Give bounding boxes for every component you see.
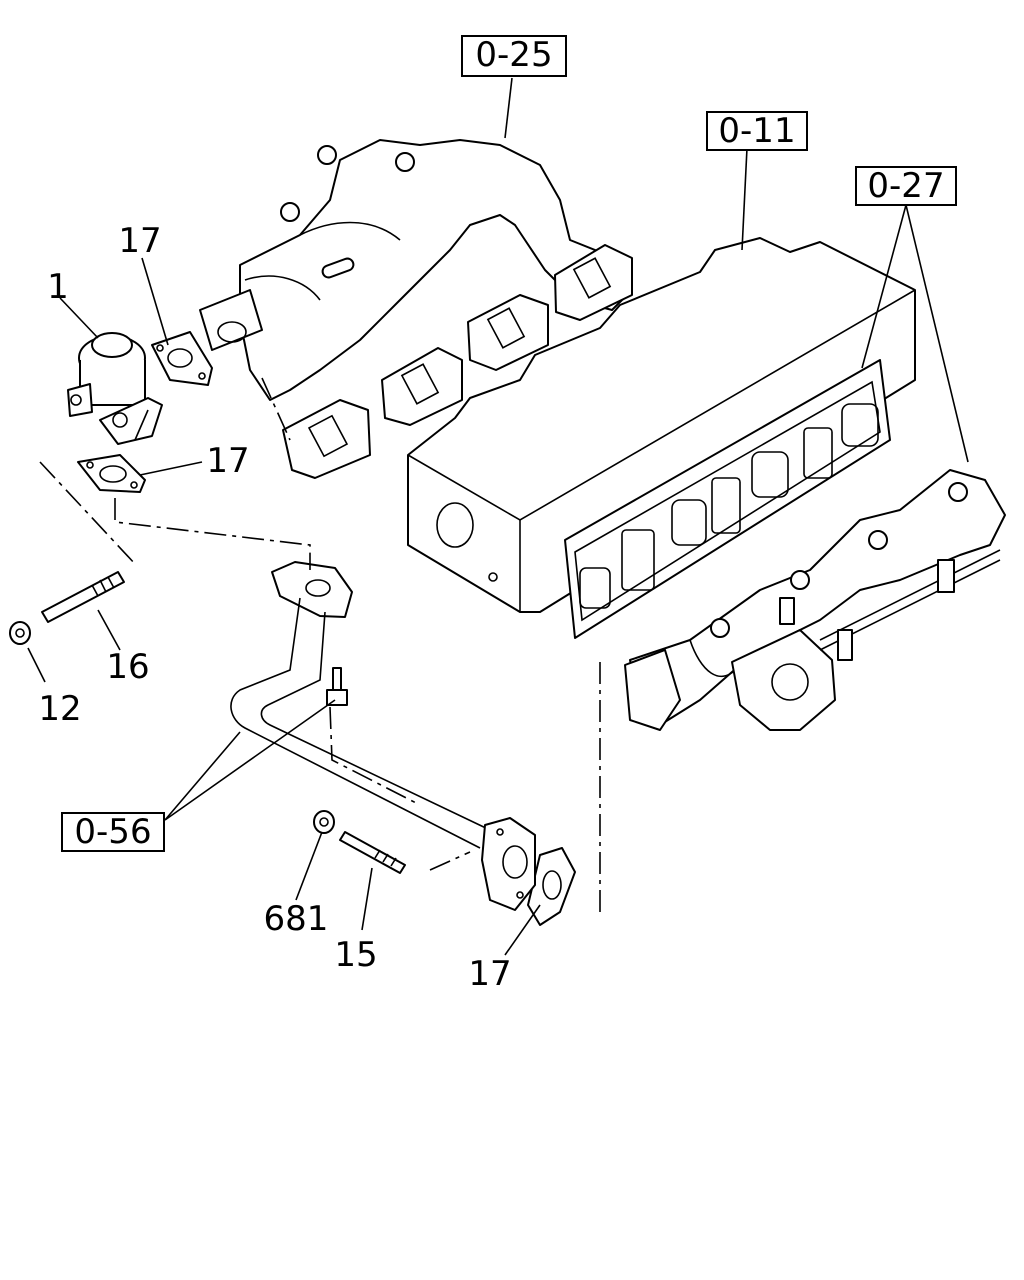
- callout-17-middle: 17: [206, 441, 249, 481]
- intake-manifold: [199, 139, 633, 479]
- alignment-lines: [39, 377, 601, 915]
- stud-15: [339, 831, 406, 874]
- callout-15: 15: [334, 935, 377, 975]
- callout-1: 1: [47, 267, 69, 307]
- ref-box-0-27: 0-27: [855, 166, 957, 206]
- callout-16: 16: [106, 647, 149, 687]
- cylinder-head: [407, 237, 916, 613]
- ref-label-0-56: 0-56: [74, 812, 151, 852]
- gasket-17-middle: [77, 454, 146, 493]
- callout-12: 12: [38, 689, 81, 729]
- ref-label-0-25: 0-25: [475, 35, 552, 75]
- egr-valve: [67, 332, 163, 445]
- ref-label-0-11: 0-11: [718, 111, 795, 151]
- nut-12: [9, 621, 31, 645]
- ref-box-0-25: 0-25: [461, 35, 567, 77]
- manifold-gasket: [564, 359, 891, 639]
- leader-lines: [27, 77, 969, 956]
- callout-17-lower: 17: [468, 954, 511, 994]
- ref-box-0-56: 0-56: [61, 812, 165, 852]
- nut-681: [313, 810, 335, 834]
- ref-box-0-11: 0-11: [706, 111, 808, 151]
- stud-16: [41, 571, 125, 623]
- callout-681: 681: [264, 899, 329, 939]
- exhaust-manifold: [624, 469, 1006, 731]
- gasket-17-upper: [151, 331, 213, 386]
- ref-label-0-27: 0-27: [867, 166, 944, 206]
- callout-17-upper: 17: [118, 221, 161, 261]
